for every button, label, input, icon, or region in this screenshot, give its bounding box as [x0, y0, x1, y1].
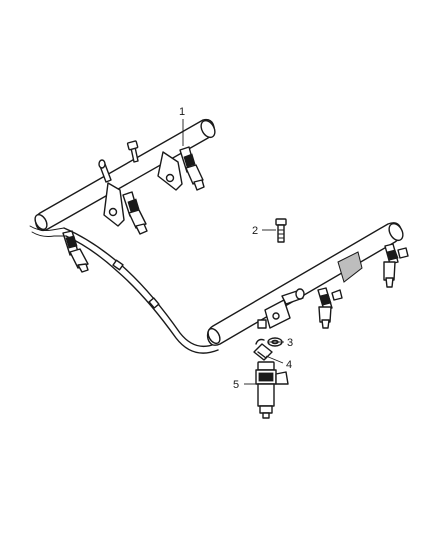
crossover-tube — [29, 225, 219, 354]
callout-4: 4 — [286, 359, 292, 371]
callout-3: 3 — [287, 337, 293, 349]
lower-rail-injector-right — [383, 243, 409, 288]
fuel-injector — [255, 361, 289, 419]
upper-rail-injector-right — [179, 146, 205, 191]
upper-rail-injector-left — [62, 230, 89, 273]
callout-1: 1 — [179, 106, 185, 118]
retainer-clip — [253, 338, 273, 361]
lower-rail-injector-left — [317, 287, 343, 329]
bolt — [275, 218, 287, 243]
upper-fuel-rail — [34, 118, 216, 232]
upper-rail-injector-center — [122, 191, 148, 235]
leader-line-4 — [265, 355, 284, 364]
lower-fuel-rail — [206, 222, 404, 346]
callout-5: 5 — [233, 379, 239, 391]
callout-2: 2 — [252, 225, 258, 237]
